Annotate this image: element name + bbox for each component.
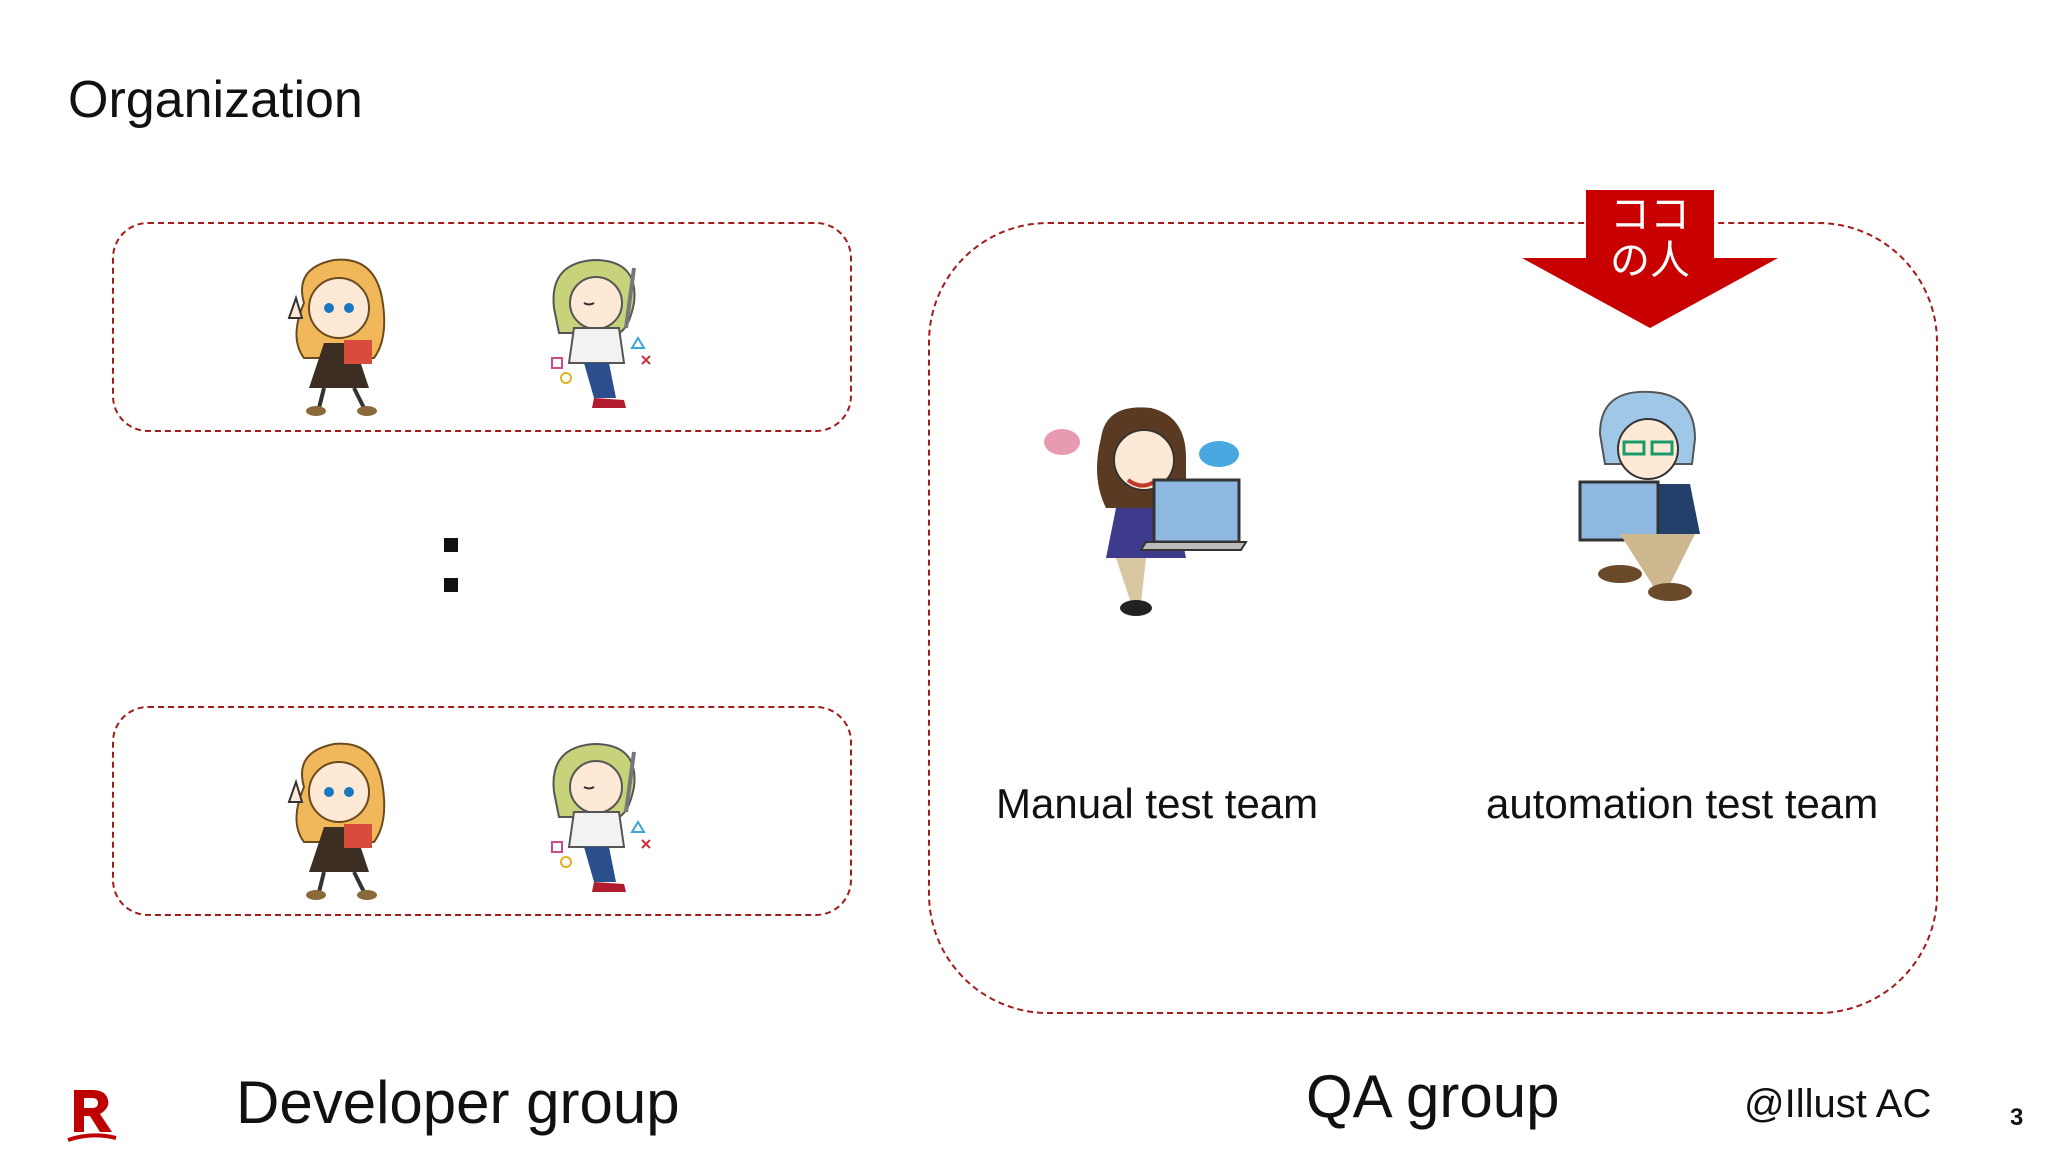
rakuten-logo-icon [67,1090,117,1142]
slide-title: Organization [68,71,363,129]
developer-group-label: Developer group [236,1069,680,1136]
callout-text-line1: ココ [1610,192,1690,238]
page-number: 3 [2010,1104,2024,1131]
manual-test-team-label: Manual test team [996,780,1319,827]
down-arrow-icon [1522,190,1778,328]
callout-text-line2: の人 [1610,238,1690,284]
developer-team-box-2 [112,706,852,916]
developer-illustration-artist [551,742,651,892]
developer-illustration-artist [551,258,651,408]
developer-illustration-girl [287,742,386,900]
manual-tester-illustration [1044,407,1248,616]
automation-test-team-label: automation test team [1486,780,1879,827]
developer-illustration-girl [287,258,386,416]
developer-team-box-1 [112,222,852,432]
illustration-credit: @Illust AC [1744,1082,1932,1126]
vertical-ellipsis [440,528,464,598]
callout-arrow: ココ の人 [1522,190,1778,330]
qa-group-label: QA group [1306,1063,1560,1130]
qa-group-box [928,222,1938,1014]
automation-tester-illustration [1578,390,1700,601]
